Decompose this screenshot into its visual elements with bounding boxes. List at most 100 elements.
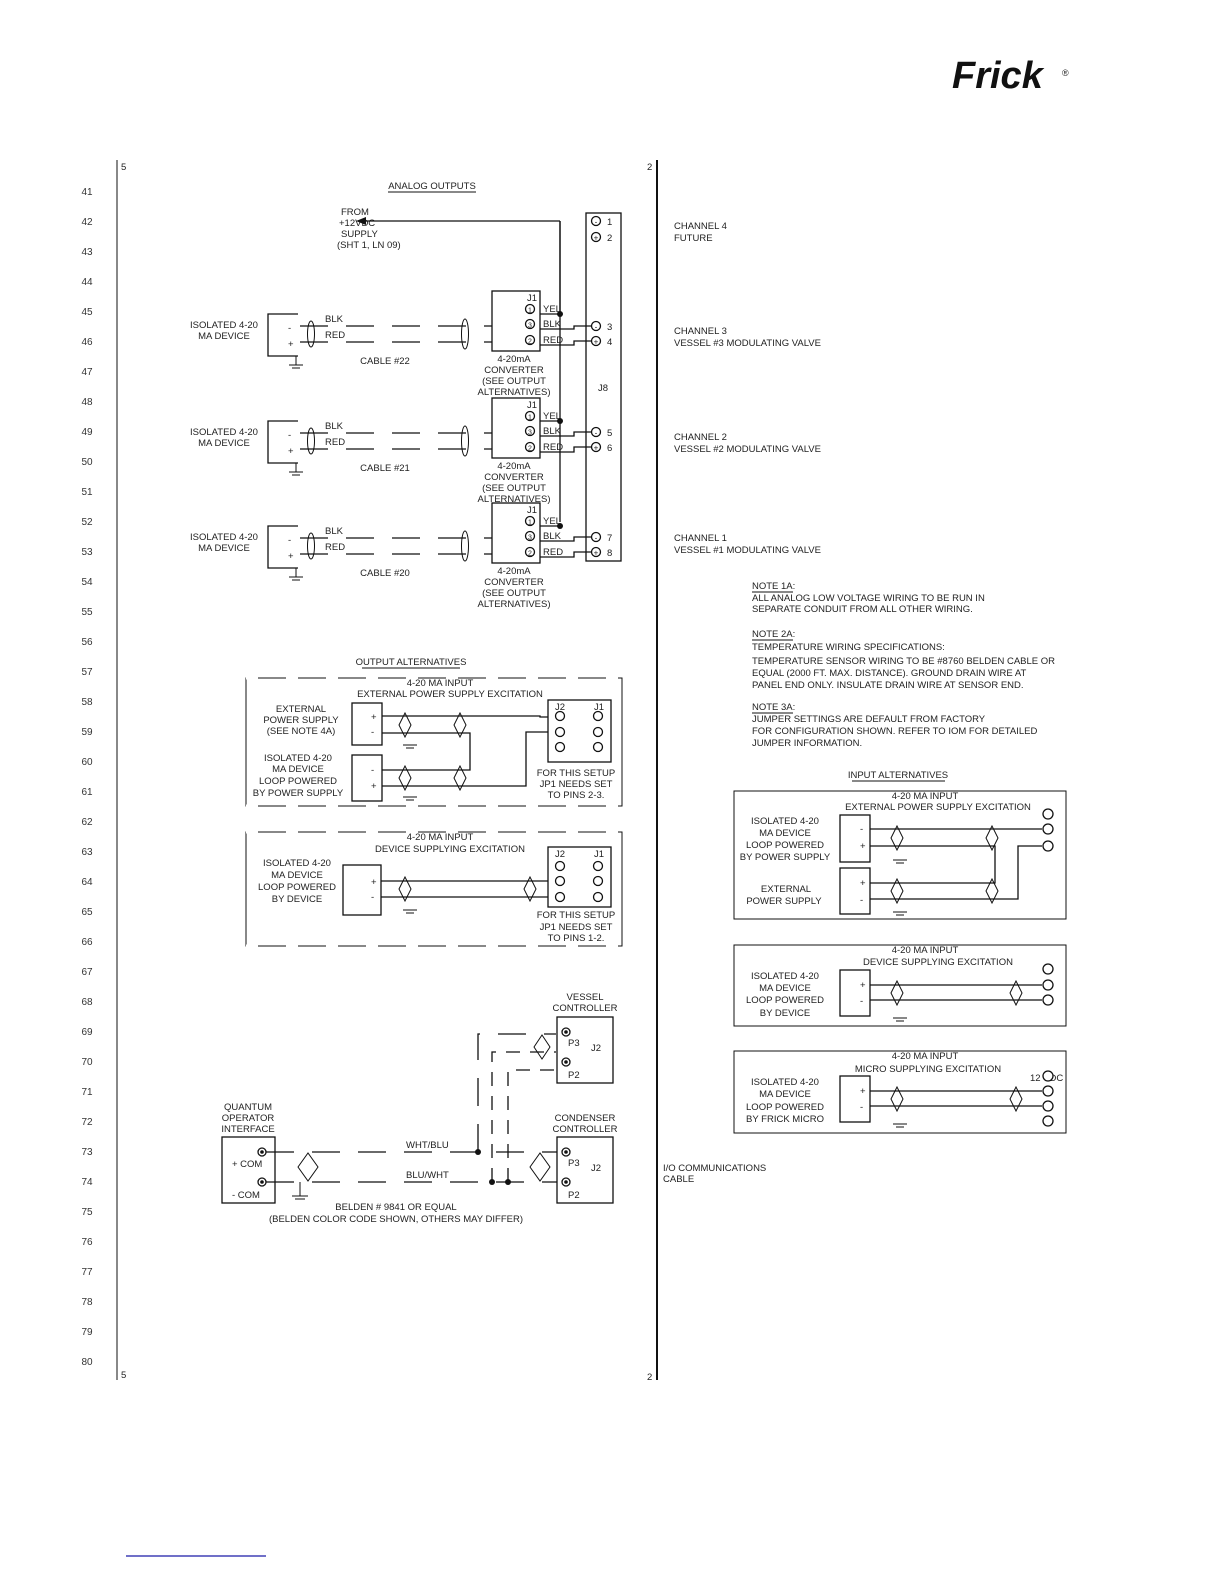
from-line-4: (SHT 1, LN 09) bbox=[337, 240, 401, 251]
line-number: 56 bbox=[81, 637, 93, 648]
ia-terminal bbox=[1042, 1100, 1054, 1112]
ao-converter-j1: J1 bbox=[527, 293, 537, 304]
line-number: 44 bbox=[81, 277, 93, 288]
ao-converter-pin-number: 2 bbox=[528, 339, 532, 346]
ao-converter-wire-label: YEL bbox=[543, 516, 561, 527]
oa-j1-pin bbox=[592, 741, 604, 753]
input-alt-1-extps-1: EXTERNAL bbox=[761, 884, 811, 895]
input-alt-3-dev-minus: - bbox=[860, 1102, 863, 1113]
oa-j2-pin bbox=[554, 710, 566, 722]
output-alt-1-ps-plus: + bbox=[371, 712, 377, 723]
condenser-controller-box bbox=[556, 1136, 614, 1204]
condenser-p2: P2 bbox=[568, 1190, 580, 1201]
quantum-com-minus: - COM bbox=[232, 1190, 260, 1201]
oa-shield bbox=[398, 711, 412, 739]
ao-converter-label-4: ALTERNATIVES) bbox=[477, 494, 550, 505]
input-alt-2-dev-3: LOOP POWERED bbox=[746, 995, 824, 1006]
oa-shield bbox=[453, 711, 467, 739]
j8-pin-number: 3 bbox=[607, 322, 612, 333]
input-alt-1-extps-2: POWER SUPPLY bbox=[746, 896, 822, 907]
output-alternatives-title: OUTPUT ALTERNATIVES bbox=[356, 657, 467, 668]
ia-shield bbox=[1009, 979, 1023, 1007]
from-line-2: +12VDC bbox=[339, 218, 375, 229]
input-alt-1-dev-plus: + bbox=[860, 841, 866, 852]
line-number: 62 bbox=[81, 817, 93, 828]
ao-device-minus: - bbox=[288, 430, 291, 441]
j8-terminal-block bbox=[585, 212, 622, 562]
oa-j1-pin bbox=[592, 860, 604, 872]
note-3a-line-2: FOR CONFIGURATION SHOWN. REFER TO IOM FO… bbox=[752, 726, 1038, 737]
analog-outputs-section: ANALOG OUTPUTS FROM +12VDC SUPPLY (SHT 1… bbox=[190, 181, 622, 610]
output-alt-2-setup-1: FOR THIS SETUP bbox=[537, 910, 615, 921]
input-alt-2-dev-2: MA DEVICE bbox=[759, 983, 811, 994]
line-number: 63 bbox=[81, 847, 93, 858]
channel-1-desc: VESSEL #1 MODULATING VALVE bbox=[674, 545, 821, 556]
output-alt-1-dev-plus: + bbox=[371, 781, 377, 792]
ao-converter-pin-number: 2 bbox=[528, 551, 532, 558]
ao-red-to-j8 bbox=[540, 340, 592, 346]
frick-logo: Frick ® bbox=[952, 55, 1069, 97]
ao-device-box bbox=[267, 525, 298, 569]
comms-wire-2-label: BLU/WHT bbox=[406, 1170, 449, 1181]
oa-j2-pin bbox=[554, 875, 566, 887]
note-2a-line-3: EQUAL (2000 FT. MAX. DISTANCE). GROUND D… bbox=[752, 668, 1027, 679]
ia-shield bbox=[985, 877, 999, 905]
from-line-3: SUPPLY bbox=[341, 229, 378, 240]
line-number: 73 bbox=[81, 1147, 93, 1158]
input-alt-1-wire-loop bbox=[870, 845, 996, 884]
line-number: 54 bbox=[81, 577, 93, 588]
output-alt-1-setup-2: JP1 NEEDS SET bbox=[540, 779, 613, 790]
ia-terminal bbox=[1042, 808, 1054, 820]
oa-shield bbox=[398, 875, 412, 903]
ia-terminal bbox=[1042, 1085, 1054, 1097]
channel-4-desc: FUTURE bbox=[674, 233, 713, 244]
output-alt-1-extps-1: EXTERNAL bbox=[276, 704, 326, 715]
ia-terminal bbox=[1042, 840, 1054, 852]
note-2a-title: NOTE 2A: bbox=[752, 629, 795, 640]
j8-pin-symbol: + bbox=[594, 444, 599, 453]
input-alt-3-dev-2: MA DEVICE bbox=[759, 1089, 811, 1100]
output-alt-jumper-pins bbox=[398, 710, 604, 914]
ao-shield-left bbox=[307, 320, 315, 348]
channel-descriptions: CHANNEL 4 FUTURE CHANNEL 3 VESSEL #3 MOD… bbox=[674, 221, 821, 556]
input-alt-2-dev-plus: + bbox=[860, 980, 866, 991]
ia-terminal bbox=[1042, 994, 1054, 1006]
comms-wire-1-label: WHT/BLU bbox=[406, 1140, 449, 1151]
comms-section: I/O COMMUNICATIONS CABLE QUANTUM OPERATO… bbox=[221, 992, 766, 1225]
input-alt-1-dev-box bbox=[839, 814, 871, 863]
junction-1 bbox=[475, 1149, 481, 1155]
line-number: 45 bbox=[81, 307, 93, 318]
ao-converter-pin bbox=[524, 410, 536, 422]
ia-shield bbox=[890, 979, 904, 1007]
input-alternatives-title: INPUT ALTERNATIVES bbox=[848, 770, 948, 781]
ao-yel-junction bbox=[557, 523, 563, 529]
input-alt-3-dev-1: ISOLATED 4-20 bbox=[751, 1077, 819, 1088]
input-alt-terminals bbox=[890, 808, 1054, 1128]
input-alt-1-header-1: 4-20 MA INPUT bbox=[892, 791, 959, 802]
from-line-1: FROM bbox=[341, 207, 369, 218]
ia-terminal bbox=[1042, 979, 1054, 991]
output-alt-2-dev-2: MA DEVICE bbox=[271, 870, 323, 881]
input-alt-1-wire-b bbox=[870, 845, 1042, 900]
j8-pin-symbol: + bbox=[594, 234, 599, 243]
output-alt-1-dev-2: MA DEVICE bbox=[272, 764, 324, 775]
channel-3-desc: VESSEL #3 MODULATING VALVE bbox=[674, 338, 821, 349]
ao-converter-pin bbox=[524, 334, 536, 346]
ao-converter-wire-label: BLK bbox=[543, 531, 562, 542]
line-number: 51 bbox=[81, 487, 93, 498]
j8-pin-symbol: + bbox=[594, 549, 599, 558]
ia-terminal bbox=[1042, 1070, 1054, 1082]
input-alt-2-dev-1: ISOLATED 4-20 bbox=[751, 971, 819, 982]
output-alt-2-dev-box bbox=[342, 864, 382, 916]
vessel-label-2: CONTROLLER bbox=[553, 1003, 618, 1014]
oa-shield bbox=[453, 764, 467, 792]
output-alt-1-dev-box bbox=[351, 754, 383, 802]
ao-converter-label-2: CONVERTER bbox=[484, 472, 544, 483]
channel-3-name: CHANNEL 3 bbox=[674, 326, 727, 337]
ao-converter-wire-label: RED bbox=[543, 547, 563, 558]
line-number: 43 bbox=[81, 247, 93, 258]
comms-label-2: CABLE bbox=[663, 1174, 694, 1185]
line-numbers: 4142434445464748495051525354555657585960… bbox=[81, 187, 93, 1368]
